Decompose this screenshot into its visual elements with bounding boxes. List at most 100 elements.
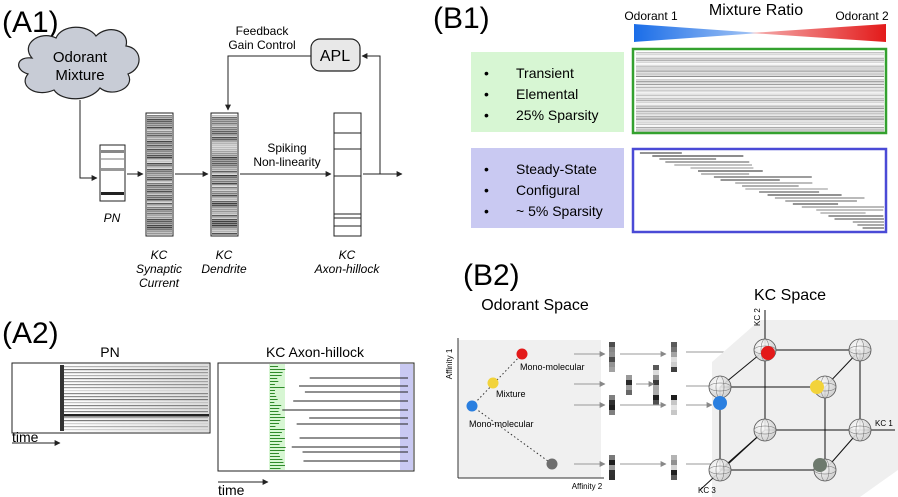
green-raster-line: [636, 125, 884, 127]
stripe: [212, 173, 237, 175]
kc-sphere-band: [848, 345, 872, 355]
stripe: [212, 155, 237, 157]
code-cell: [609, 455, 615, 460]
pn-trace: [62, 396, 208, 398]
code-cell: [671, 470, 677, 475]
stripe: [212, 149, 237, 151]
green-raster-line: [636, 77, 884, 79]
stripe: [147, 177, 172, 179]
pn-raster-title: PN: [100, 344, 119, 360]
green-raster-line: [636, 111, 884, 113]
kc-sphere: [848, 338, 872, 362]
blue-raster-line: [801, 206, 884, 208]
stripe: [147, 187, 172, 189]
mixture-label: Mixture: [496, 389, 526, 399]
blue-raster-line: [690, 167, 754, 169]
green-raster-line: [636, 58, 884, 60]
kc-transient-tick: [270, 423, 280, 424]
green-raster-line: [636, 56, 884, 58]
kc-transient-tick: [270, 369, 286, 370]
code-cell: [671, 460, 677, 465]
stripe: [147, 115, 172, 117]
panel-label-a2: (A2): [2, 317, 59, 350]
code-cell: [671, 357, 677, 362]
panel-label-a1: (A1): [2, 6, 59, 39]
green-raster-line: [636, 80, 884, 82]
green-raster-line: [636, 108, 884, 109]
kc-dot-red: [761, 346, 775, 360]
stripe: [147, 171, 172, 173]
code-cell: [609, 352, 615, 357]
kc-transient-tick: [270, 435, 280, 436]
stripe: [212, 217, 237, 219]
stripe: [212, 225, 237, 227]
code-cell: [609, 400, 615, 405]
kc1-label: KC 1: [875, 419, 893, 428]
apl-box: APL: [310, 38, 361, 72]
stripe: [147, 137, 172, 139]
code-cell: [671, 475, 677, 480]
stripe: [147, 191, 172, 193]
green-raster-line: [636, 85, 884, 87]
kc-sphere-band: [708, 382, 732, 392]
stripe: [147, 221, 172, 223]
stripe: [147, 173, 172, 175]
code-cell: [653, 400, 659, 405]
blue-raster-line: [774, 197, 865, 199]
green-raster-line: [636, 101, 884, 103]
kc-transient-tick: [270, 456, 280, 457]
stripe: [147, 169, 172, 171]
green-raster-line: [636, 74, 884, 76]
kc-transient-tick: [270, 447, 286, 448]
stripe: [212, 175, 237, 177]
green-raster-line: [636, 100, 884, 101]
stripe: [212, 125, 237, 127]
green-raster-line: [636, 92, 884, 93]
stripe: [212, 159, 237, 161]
stripe: [147, 183, 172, 185]
kc-transient-tick: [270, 426, 276, 427]
green-raster-line: [636, 84, 884, 85]
kc-transient-tick: [270, 462, 284, 463]
cloud-line-1: Odorant: [53, 49, 108, 66]
stripe: [147, 119, 172, 121]
code-column-1: [609, 342, 615, 480]
time-label-right: time: [218, 482, 245, 497]
code-cell: [671, 367, 677, 372]
stripe: [147, 157, 172, 159]
stripe: [147, 165, 172, 167]
stripe: [212, 221, 237, 223]
blue-raster-line: [862, 227, 884, 229]
panel-label-b1: (B1): [433, 2, 490, 35]
stripe: [147, 201, 172, 203]
stripe: [212, 157, 237, 159]
code-cell: [671, 352, 677, 357]
odor-dot-red: [516, 348, 528, 360]
blue-bullet-text-3: ~ 5% Sparsity: [516, 203, 603, 219]
pn-trace: [62, 384, 208, 386]
feedback-label-2: Gain Control: [228, 38, 295, 52]
green-raster-line: [636, 117, 884, 119]
stripe: [212, 199, 237, 201]
code-cell: [626, 385, 632, 390]
green-bullet-1: •: [484, 65, 489, 81]
stripe: [212, 227, 237, 229]
green-raster-line: [636, 95, 884, 97]
code-cell: [609, 357, 615, 362]
green-raster-line: [636, 69, 884, 71]
blue-raster-line: [852, 221, 884, 223]
pn-trace: [62, 423, 208, 425]
green-raster-line: [636, 119, 884, 121]
stripe: [212, 167, 237, 169]
stripe: [212, 229, 237, 231]
green-raster-line: [636, 112, 884, 114]
kc-dendrite-label-1: KC: [216, 248, 233, 262]
stripe: [212, 219, 237, 221]
blue-raster-line: [816, 209, 884, 211]
blue-bullet-2: •: [484, 182, 489, 198]
odorant-space-title: Odorant Space: [481, 297, 589, 314]
stripe: [147, 127, 172, 129]
green-raster-line: [636, 116, 884, 117]
green-raster-line: [636, 88, 884, 90]
kc-transient-tick: [270, 429, 285, 430]
